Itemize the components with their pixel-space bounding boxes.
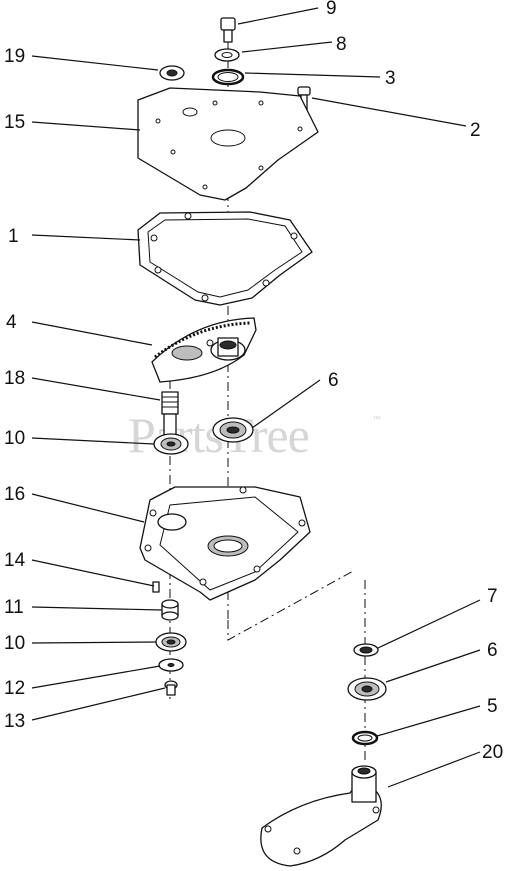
callout-numbers: 9 8 19 3 15 2 1 4 18 6 10 16 14 11 10 12…	[4, 0, 503, 763]
part-10-bearing-lower[interactable]	[155, 632, 187, 652]
callout-2[interactable]: 2	[470, 120, 481, 141]
part-6-bearing-upper[interactable]	[212, 417, 254, 443]
callout-9[interactable]: 9	[326, 0, 337, 19]
part-13-screw[interactable]	[164, 680, 178, 696]
part-6-bearing-lower[interactable]	[347, 677, 387, 701]
callout-11[interactable]: 11	[4, 597, 24, 618]
part-4-sector-gear[interactable]	[151, 317, 257, 383]
part-18-pinion-shaft[interactable]	[161, 391, 179, 437]
part-9-bolt[interactable]	[220, 17, 236, 43]
part-20-arm[interactable]	[260, 765, 382, 867]
callout-8[interactable]: 8	[336, 34, 347, 55]
part-1-gasket[interactable]	[137, 211, 313, 306]
part-19-bushing[interactable]	[159, 65, 185, 81]
part-10-bearing-upper[interactable]	[153, 433, 189, 455]
callout-6-lower[interactable]: 6	[487, 640, 498, 661]
part-12-washer[interactable]	[158, 658, 184, 672]
callout-20[interactable]: 20	[482, 742, 503, 763]
leader-lines	[31, 7, 481, 788]
callout-10-upper[interactable]: 10	[4, 428, 25, 449]
part-11-bushing[interactable]	[161, 599, 179, 621]
callout-4[interactable]: 4	[6, 312, 17, 333]
callout-1[interactable]: 1	[8, 226, 19, 247]
callout-15[interactable]: 15	[4, 112, 25, 133]
part-5-retaining-ring[interactable]	[351, 730, 379, 746]
callout-12[interactable]: 12	[4, 678, 25, 699]
callout-10-lower[interactable]: 10	[4, 633, 25, 654]
part-14-pin[interactable]	[152, 581, 160, 593]
callout-6-upper[interactable]: 6	[328, 370, 339, 391]
callout-7[interactable]: 7	[487, 586, 498, 607]
callout-16[interactable]: 16	[4, 484, 25, 505]
watermark-trademark: ™	[372, 414, 381, 424]
part-7-washer[interactable]	[353, 643, 379, 657]
part-16-gear-housing[interactable]	[139, 486, 311, 601]
callout-5[interactable]: 5	[487, 696, 498, 717]
callout-3[interactable]: 3	[385, 68, 396, 89]
part-8-washer[interactable]	[214, 48, 240, 62]
part-3-retaining-ring[interactable]	[211, 68, 245, 86]
callout-19[interactable]: 19	[4, 46, 25, 67]
callout-18[interactable]: 18	[4, 368, 25, 389]
part-15-cover-plate[interactable]	[137, 87, 319, 201]
callout-13[interactable]: 13	[4, 711, 25, 732]
callout-14[interactable]: 14	[4, 550, 26, 571]
